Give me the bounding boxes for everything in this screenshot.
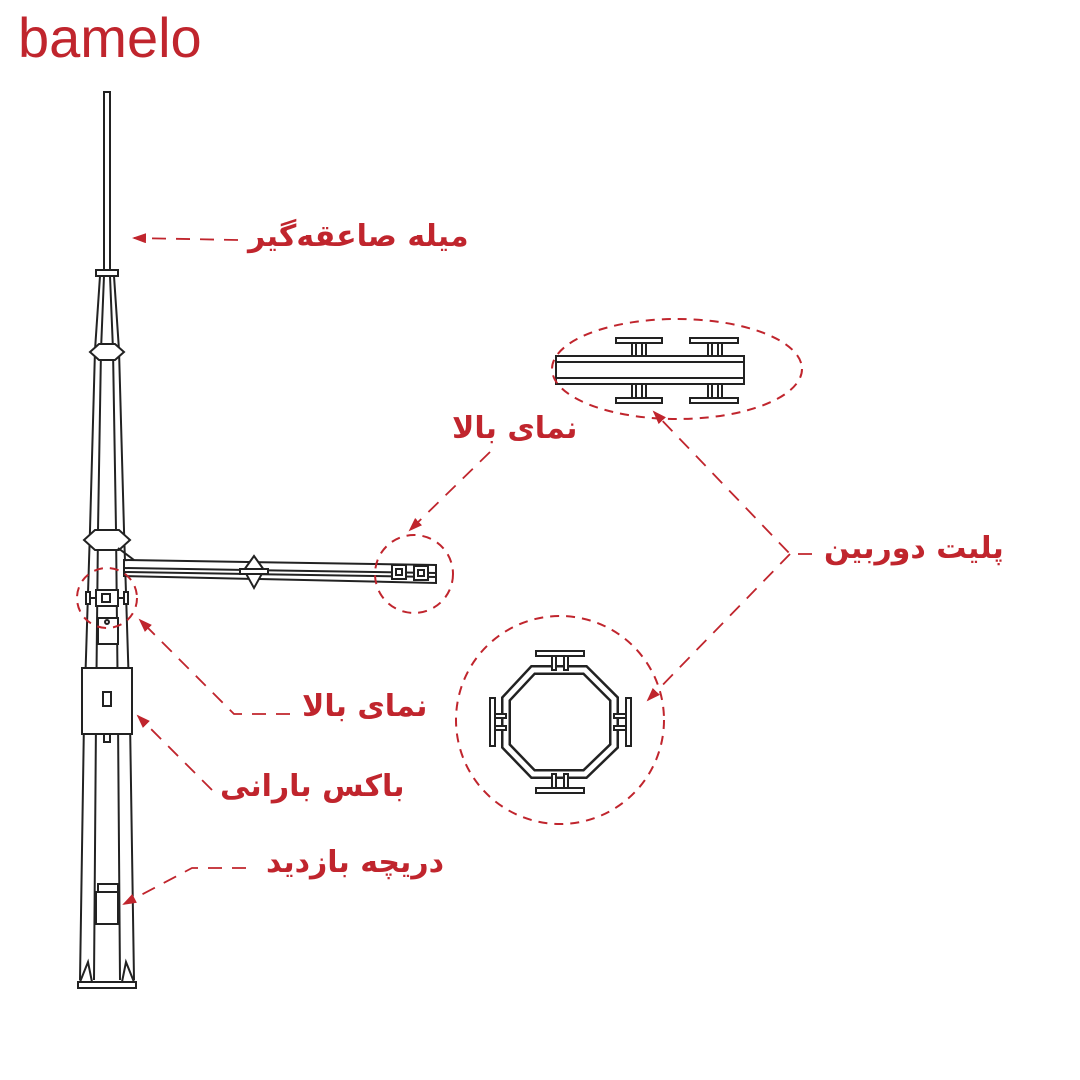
pole	[77, 91, 137, 989]
leader-lines	[122, 233, 812, 905]
highlight-circles	[76, 318, 803, 825]
label-rain-box: باکس بارانی	[220, 769, 405, 804]
label-top-view-pole: نمای بالا	[302, 689, 428, 724]
label-lightning-rod: میله صاعقه‌گیر	[248, 219, 469, 254]
lightning-rod-shape	[103, 91, 111, 271]
inspection-door-shape	[95, 891, 119, 925]
label-inspection-door: دریچه بازدید	[266, 845, 444, 880]
camera-arm	[117, 547, 437, 591]
arm-top-view-detail	[555, 337, 745, 404]
label-camera-plate: پلیت دوربین	[824, 531, 1004, 566]
brand-logo: bamelo	[18, 6, 202, 69]
pole-cross-section-detail	[489, 650, 632, 794]
label-top-view-arm: نمای بالا	[452, 411, 578, 446]
